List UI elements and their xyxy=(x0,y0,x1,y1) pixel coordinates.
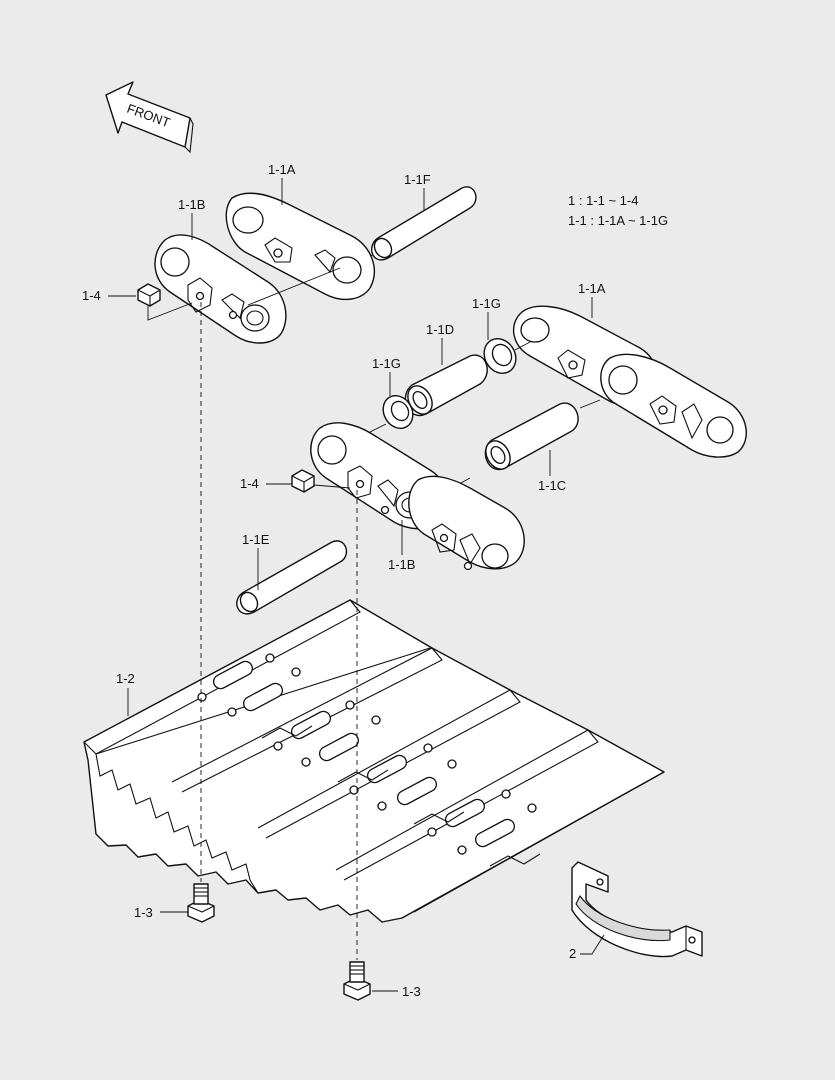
label-guard: 2 xyxy=(569,946,576,961)
legend-line-1: 1 : 1-1 ~ 1-4 xyxy=(568,193,638,208)
bushing-d xyxy=(404,354,488,417)
bolt-bottom xyxy=(343,961,371,1001)
front-arrow: FRONT xyxy=(105,81,194,154)
label-nut-mid: 1-4 xyxy=(240,476,259,491)
track-shoe xyxy=(83,599,665,923)
bolt-left xyxy=(187,883,215,923)
label-link-b-top: 1-1B xyxy=(178,197,205,212)
label-shoe: 1-2 xyxy=(116,671,135,686)
label-link-a-right: 1-1A xyxy=(578,281,606,296)
track-link-b-upper xyxy=(154,234,287,344)
label-seal-g-left: 1-1G xyxy=(372,356,401,371)
track-link-b-right xyxy=(600,353,747,458)
seal-g-upper xyxy=(483,338,517,374)
track-guard xyxy=(571,861,703,958)
label-nut-top: 1-4 xyxy=(82,288,101,303)
label-bolt-bottom: 1-3 xyxy=(402,984,421,999)
nut-upper xyxy=(137,283,161,307)
label-pin-e: 1-1E xyxy=(242,532,270,547)
label-pin-f: 1-1F xyxy=(404,172,431,187)
label-bushing-c: 1-1C xyxy=(538,478,566,493)
legend-line-2: 1-1 : 1-1A ~ 1-1G xyxy=(568,213,668,228)
label-bolt-left: 1-3 xyxy=(134,905,153,920)
label-link-a-top: 1-1A xyxy=(268,162,296,177)
label-link-b-mid: 1-1B xyxy=(388,557,415,572)
track-link-a-upper xyxy=(225,192,375,301)
track-link-a-lower xyxy=(408,475,525,571)
track-pin-e xyxy=(236,540,348,615)
seal-g-left xyxy=(382,394,414,430)
nut-middle xyxy=(291,469,315,493)
track-pin-f xyxy=(370,186,477,261)
label-bushing-d: 1-1D xyxy=(426,322,454,337)
label-seal-g-top: 1-1G xyxy=(472,296,501,311)
bushing-c xyxy=(484,402,579,471)
